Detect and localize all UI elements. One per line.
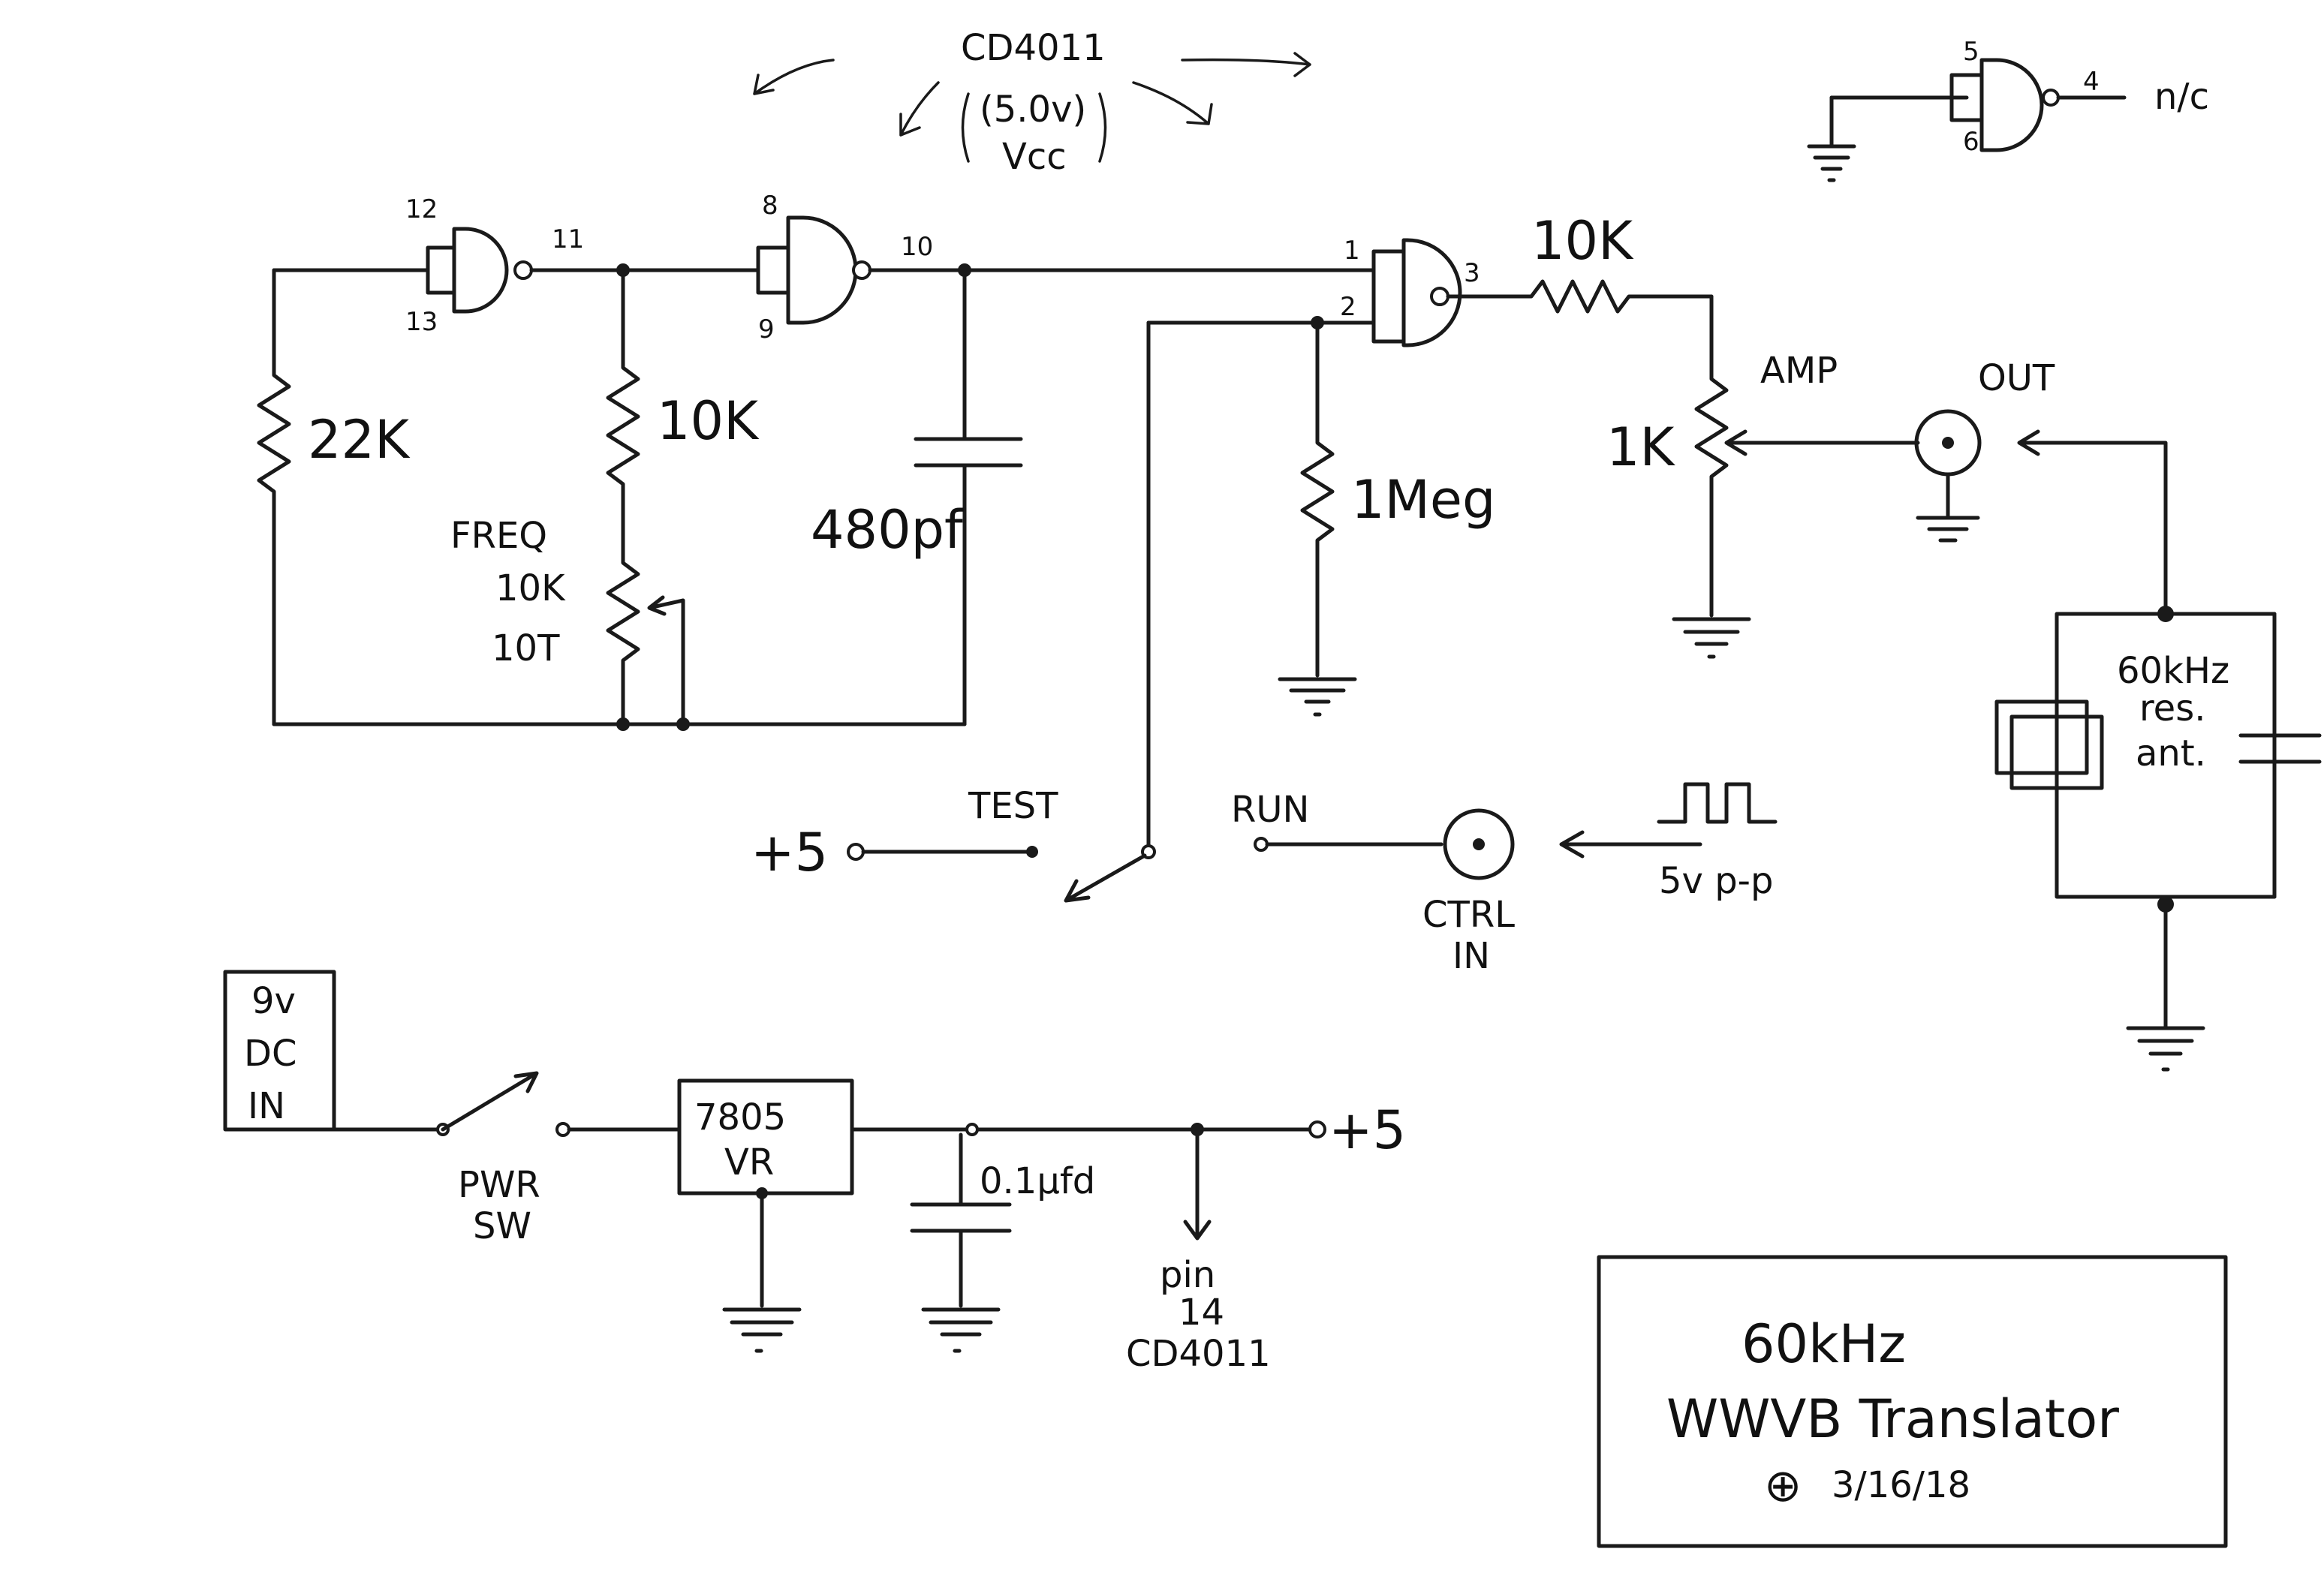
regulator-label-2: VR (724, 1141, 774, 1184)
dc-label-2: DC (244, 1033, 297, 1075)
power-switch (441, 1071, 539, 1132)
vcc-voltage-label: (5.0v) (980, 89, 1086, 131)
chip-note: CD4011 (5.0v) Vcc (753, 27, 1311, 178)
arrow-left-icon (753, 59, 835, 95)
arrow-right-icon (1181, 52, 1311, 77)
pin-5-label: 5 (1963, 37, 1979, 67)
ground-icon (921, 1307, 1001, 1353)
antenna-label-2: res. (2139, 687, 2205, 729)
pin-3-label: 3 (1464, 258, 1480, 288)
title-line-1: 60kHz (1741, 1313, 1906, 1375)
r22k-label: 22K (308, 409, 411, 471)
pin-8-label: 8 (762, 191, 778, 221)
antenna-label-1: 60kHz (2117, 650, 2229, 692)
vcc-label: Vcc (1002, 136, 1067, 178)
run-label: RUN (1231, 789, 1309, 831)
dc-label-1: 9v (251, 980, 296, 1022)
freq-turns-label: 10T (492, 627, 560, 669)
unused-nand-gate: 5 6 4 n/c (1807, 37, 2209, 182)
pin-10-label: 10 (901, 232, 933, 262)
ground-icon (722, 1307, 802, 1353)
amp-label: AMP (1760, 350, 1838, 392)
square-wave-icon (1657, 782, 1778, 824)
arrow-down-right-icon (1132, 81, 1213, 125)
title-block: 60kHz WWVB Translator ⊕ 3/16/18 (1597, 1255, 2228, 1548)
ctrl-in-label-1: CTRL (1422, 894, 1515, 936)
cap480-label: 480pf (811, 499, 964, 561)
pwr-label-1: PWR (458, 1164, 540, 1206)
pin14-label-3: CD4011 (1126, 1333, 1271, 1375)
pin-9-label: 9 (758, 314, 775, 344)
power-section: 9v DC IN PWR SW 7805 VR 0.1µfd pin 14 CD… (223, 970, 1406, 1375)
pin14-label-2: 14 (1179, 1292, 1224, 1334)
test-label: TEST (968, 785, 1058, 827)
output-gate-section: 1 2 3 1Meg 10K AMP 1K OUT (1146, 210, 2168, 717)
pin-11-label: 11 (552, 224, 584, 254)
antenna-coil-icon (1994, 699, 2104, 790)
pin-4-label: 4 (2083, 67, 2100, 97)
ctrl-in-label-2: IN (1452, 935, 1490, 977)
oscillator-section: 12 13 11 8 9 10 22K 10K FREQ 10K 10T 480… (257, 191, 1376, 731)
antenna-section: 60kHz res. ant. (1994, 606, 2322, 1072)
signal-label: 5v p-p (1659, 860, 1773, 902)
ground-icon (1278, 677, 1357, 717)
control-section: +5 TEST RUN CTRL IN 5v p-p (751, 320, 1778, 977)
test-run-switch (1064, 853, 1147, 903)
arrow-down-left-icon (899, 81, 940, 137)
pin-6-label: 6 (1963, 127, 1979, 157)
pin-2-label: 2 (1340, 292, 1356, 322)
ctrl-in-connector-icon (1443, 808, 1515, 880)
regulator-7805 (677, 1078, 854, 1196)
pin-1-label: 1 (1344, 236, 1360, 266)
title-date: 3/16/18 (1832, 1464, 1970, 1506)
pot1k-label: 1K (1606, 417, 1676, 478)
author-mark-icon: ⊕ (1764, 1460, 1802, 1512)
pwr-label-2: SW (473, 1205, 531, 1247)
cap-01-label: 0.1µfd (980, 1160, 1095, 1202)
r1meg-label: 1Meg (1351, 469, 1495, 531)
plus5-left-label: +5 (751, 822, 828, 883)
regulator-label-1: 7805 (694, 1096, 786, 1138)
r10k-label: 10K (657, 390, 760, 452)
freq-label: FREQ (450, 515, 547, 557)
dc-label-3: IN (248, 1085, 285, 1127)
pin14-label-1: pin (1160, 1254, 1215, 1296)
no-connect-label: n/c (2154, 76, 2209, 118)
title-line-2: WWVB Translator (1666, 1388, 2119, 1450)
chip-label: CD4011 (961, 27, 1106, 69)
pin-13-label: 13 (405, 307, 438, 337)
freq-value-label: 10K (495, 567, 566, 609)
ground-icon (2126, 1026, 2205, 1072)
plus5-right-label: +5 (1329, 1099, 1406, 1161)
ground-icon (1672, 617, 1751, 659)
out-label: OUT (1978, 357, 2055, 399)
r10k-out-label: 10K (1531, 210, 1634, 272)
pin-12-label: 12 (405, 194, 438, 224)
ground-icon (1807, 95, 1856, 182)
antenna-label-3: ant. (2136, 732, 2206, 774)
